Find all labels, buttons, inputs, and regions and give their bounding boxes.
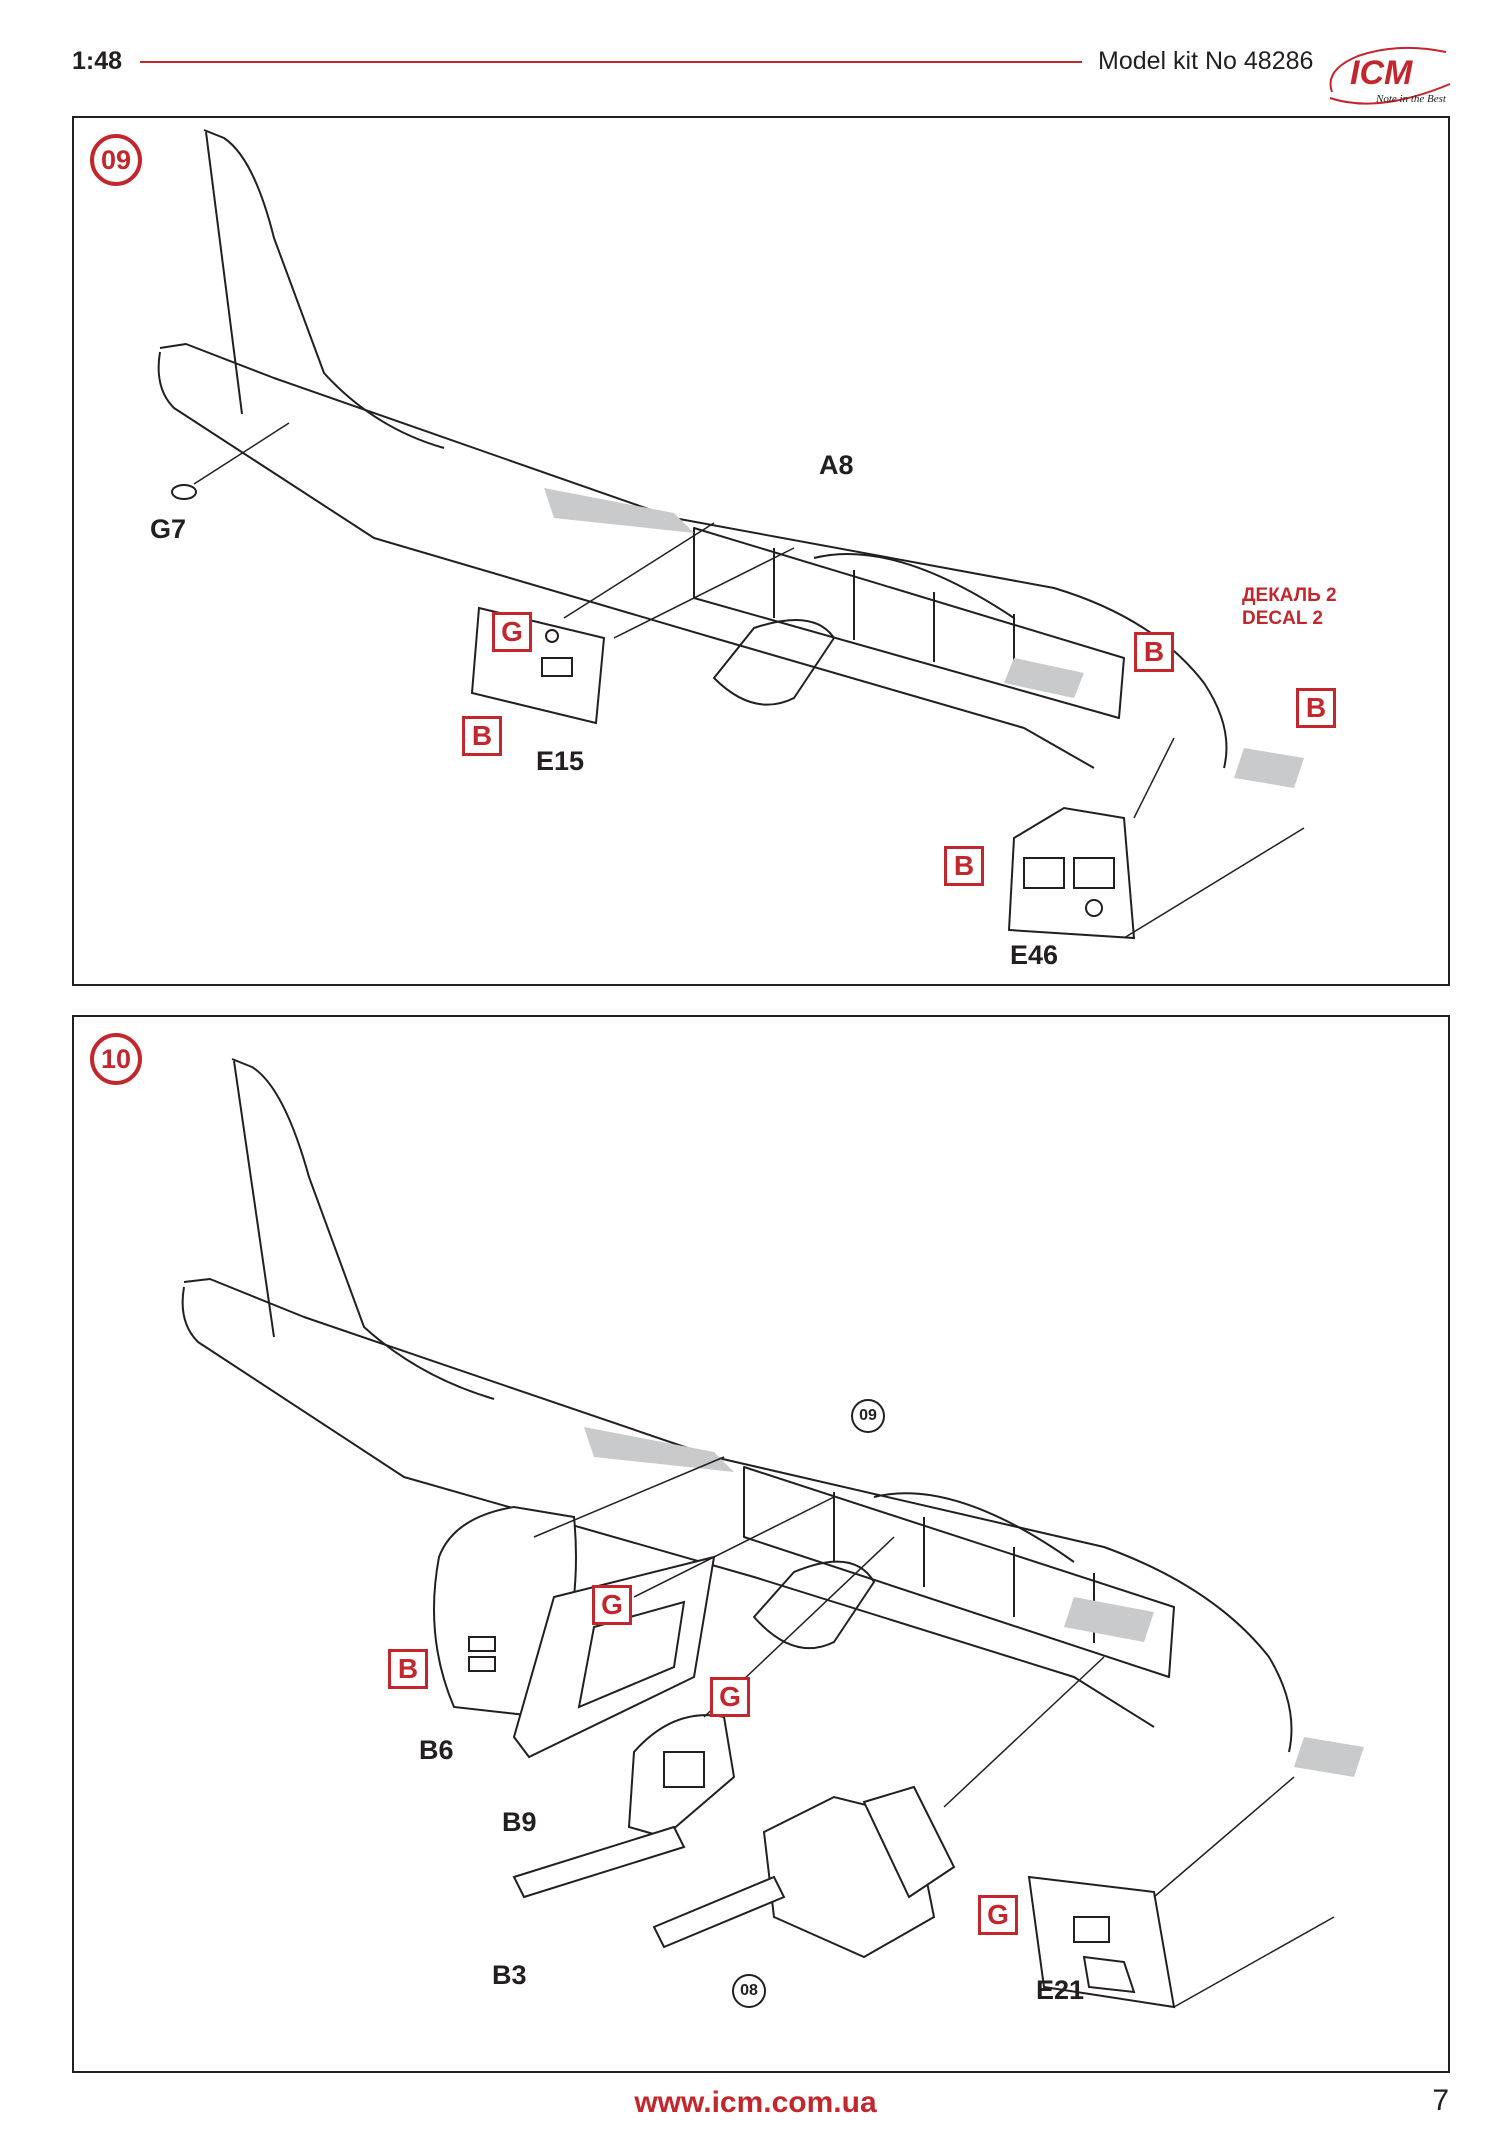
- ref-step-09: 09: [851, 1399, 885, 1433]
- logo-tagline: Note in the Best: [1375, 93, 1447, 105]
- step-09-panel: 09 A8 G7 E15 E46 G B B B B ДЕКАЛЬ 2 DECA…: [72, 116, 1450, 986]
- color-code-b-decal-right: B: [1296, 688, 1336, 728]
- page-number: 7: [1432, 2084, 1449, 2117]
- part-e21-label: E21: [1036, 1975, 1085, 2005]
- part-e46-panel: [1007, 806, 1136, 940]
- part-b6-label: B6: [419, 1735, 454, 1765]
- ref-step-08: 08: [732, 1974, 766, 2008]
- website-url[interactable]: www.icm.com.ua: [634, 2086, 877, 2119]
- icm-logo: ICM Note in the Best: [1329, 46, 1451, 105]
- color-code-g: G: [492, 612, 532, 652]
- color-code-b-b6: B: [388, 1649, 428, 1689]
- kit-number: Model kit No 48286: [1098, 47, 1314, 75]
- step-10-fuselage-drawing: [181, 1058, 1364, 2009]
- step-10-number: 10: [90, 1033, 142, 1085]
- logo-text: ICM: [1350, 54, 1413, 92]
- part-b3-shape: [512, 1714, 736, 1899]
- step-10-panel: 10 09 08 B6 B9 B3 E21 B G G G: [72, 1015, 1450, 2073]
- part-a8-label: A8: [819, 450, 854, 480]
- part-b9-label: B9: [502, 1807, 537, 1837]
- header-rule: [140, 61, 1082, 63]
- part-g7-label: G7: [150, 514, 187, 544]
- step-09-number: 09: [90, 134, 142, 186]
- color-code-g-b9: G: [710, 1677, 750, 1717]
- color-code-b-e15: B: [462, 716, 502, 756]
- part-b3-label: B3: [492, 1960, 527, 1990]
- step-09-fuselage-drawing: [157, 129, 1305, 940]
- part-e15-label: E15: [536, 746, 585, 776]
- decal-2-english: DECAL 2: [1242, 608, 1323, 629]
- decal-2-russian: ДЕКАЛЬ 2: [1242, 585, 1337, 606]
- part-g7-shape: [171, 484, 197, 500]
- part-e46-label: E46: [1010, 940, 1059, 970]
- color-code-g-e21: G: [978, 1895, 1018, 1935]
- decal-2-note: ДЕКАЛЬ 2 DECAL 2: [1242, 584, 1337, 630]
- part-e21-panel: [1027, 1875, 1176, 2009]
- color-code-b-decal-left: B: [1134, 632, 1174, 672]
- sub-assembly-08-shape: [652, 1785, 956, 1959]
- scale-label: 1:48: [72, 47, 123, 75]
- color-code-b-e46: B: [944, 846, 984, 886]
- color-code-g-b6: G: [592, 1585, 632, 1625]
- part-b9-shape: [512, 1555, 716, 1759]
